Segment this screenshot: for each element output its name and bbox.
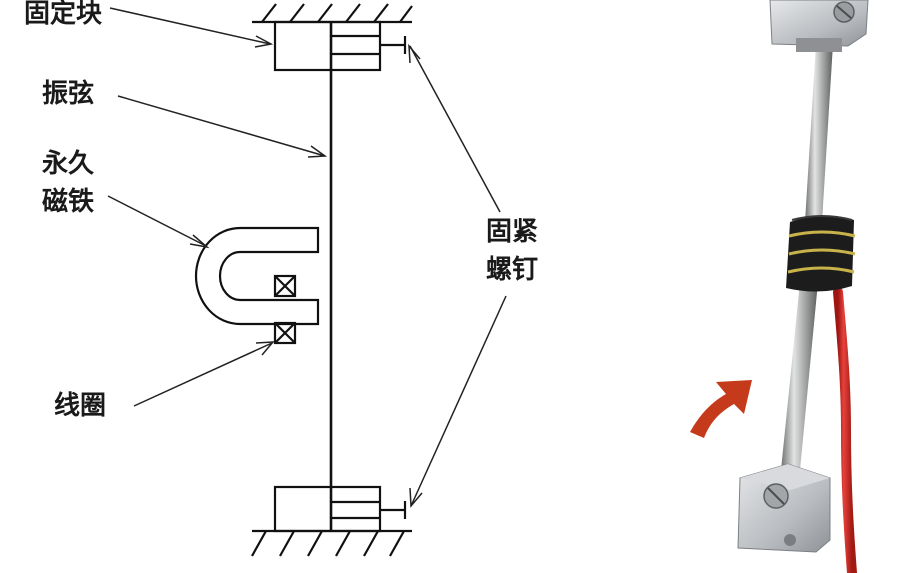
rod-lower bbox=[781, 282, 818, 470]
label-screw-line1: 固紧 bbox=[486, 217, 538, 247]
leader-coil bbox=[133, 342, 273, 407]
bottom-metal-block bbox=[737, 463, 831, 553]
red-wire bbox=[833, 287, 857, 573]
top-metal-block bbox=[769, 0, 869, 52]
label-string: 振弦 bbox=[42, 79, 94, 109]
leader-string bbox=[117, 95, 326, 157]
leader-screw-bottom bbox=[410, 295, 507, 507]
leader-magnet bbox=[107, 195, 207, 247]
label-fixed-block: 固定块 bbox=[24, 0, 102, 29]
sensor-photo bbox=[690, 0, 869, 573]
leader-fixed-block bbox=[109, 7, 271, 45]
bottom-fixed-block bbox=[273, 485, 382, 533]
label-coil: 线圈 bbox=[54, 391, 106, 421]
top-ground-hatch bbox=[252, 3, 413, 24]
pointer-arrow bbox=[690, 380, 752, 438]
top-screw bbox=[332, 34, 407, 56]
coil-lower bbox=[273, 321, 297, 345]
coil-wrap bbox=[786, 215, 856, 292]
leader-lines bbox=[107, 7, 507, 508]
rod-upper bbox=[805, 44, 833, 222]
bottom-screw bbox=[332, 500, 407, 520]
label-screw-line2: 螺钉 bbox=[486, 255, 538, 285]
bottom-ground-hatch bbox=[251, 529, 412, 557]
leader-screw-top bbox=[409, 45, 501, 213]
top-fixed-block bbox=[273, 20, 382, 72]
permanent-magnet bbox=[194, 226, 320, 326]
label-magnet-line2: 磁铁 bbox=[42, 186, 94, 217]
label-magnet-line1: 永久 bbox=[42, 149, 94, 179]
coil-upper bbox=[273, 274, 297, 298]
schematic bbox=[194, 3, 413, 557]
